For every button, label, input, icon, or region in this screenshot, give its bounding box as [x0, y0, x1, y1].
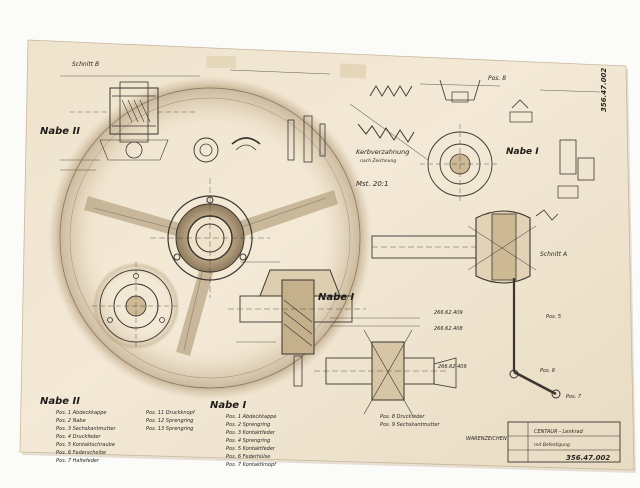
title-block-subtitle: mit Befestigung	[534, 442, 570, 448]
steering-column-right	[371, 210, 561, 399]
parts-right-row: Pos. 6 Federhülse	[226, 454, 270, 460]
title-block-number: 356.47.002	[566, 454, 610, 462]
callout-kerbverzahnung: Kerbverzahnung	[356, 148, 409, 156]
parts-right-row: Pos. 1 Abdeckkappe	[226, 414, 277, 420]
heading-nabe-1-center: Nabe I	[318, 292, 355, 303]
hub-front-view-right	[420, 79, 500, 204]
hub-front-view-lower-left	[92, 262, 180, 350]
parts-mid-row: Pos. 11 Druckknopf	[146, 410, 196, 416]
title-block-name: CENTAUR - Lenkrad	[534, 429, 584, 435]
parts-mid-row: Pos. 12 Sprengring	[146, 418, 193, 424]
callout-mst: Mst. 20:1	[356, 180, 389, 188]
parts-left-row: Pos. 5 Kontaktschraube	[56, 442, 115, 448]
parts-list-mid: Pos. 11 Druckknopf Pos. 12 Sprengring Po…	[146, 410, 196, 432]
callout-stamp: WARENZEICHEN	[466, 436, 507, 442]
parts-right-row: Pos. 7 Kontaktknopf	[226, 462, 277, 468]
heading-nabe-1-bottom: Nabe I	[210, 400, 247, 411]
parts-left-row: Pos. 4 Druckfeder	[56, 434, 101, 440]
callout-pos-7: Pos. 7	[566, 394, 582, 400]
callout-kerb-sub: nach Zeichnung	[360, 158, 396, 164]
steering-wheel-drawing	[48, 76, 372, 400]
parts-list-right: Pos. 1 Abdeckkappe Pos. 2 Sprengring Pos…	[226, 414, 277, 468]
small-part-details	[193, 115, 326, 163]
callout-pos-8: Pos. 8	[488, 75, 506, 82]
parts-right-row: Pos. 2 Sprengring	[226, 422, 270, 428]
parts-mid-row: Pos. 13 Sprengring	[146, 426, 193, 432]
callout-pos-6: Pos. 6	[540, 368, 555, 374]
right-side-details	[509, 99, 595, 221]
spline-tooth-detail	[349, 85, 429, 161]
parts-left-row: Pos. 7 Haltefeder	[56, 458, 100, 464]
parts-far-row: Pos. 8 Druckfeder	[380, 414, 425, 420]
margin-drawing-number: 356.47.002	[600, 68, 608, 112]
parts-list-left: Pos. 1 Abdeckkappe Pos. 2 Nabe Pos. 3 Se…	[56, 410, 117, 464]
hub-section-lower	[314, 329, 457, 415]
hub-section-center	[228, 269, 366, 387]
callout-ref-1: 266.62.409	[434, 310, 463, 316]
callout-ref-3: 266.62.409	[438, 364, 467, 370]
callout-pos-5: Pos. 5	[546, 314, 561, 320]
parts-right-row: Pos. 3 Kontaktfeder	[226, 430, 276, 436]
callout-schnitt-a: Schnitt A	[540, 251, 567, 258]
heading-nabe-1-right: Nabe I	[506, 147, 539, 157]
title-block: CENTAUR - Lenkrad mit Befestigung 356.47…	[507, 421, 621, 463]
parts-right-row: Pos. 5 Kontaktfeder	[226, 446, 276, 452]
dimension-lines	[60, 69, 601, 343]
parts-list-far: Pos. 8 Druckfeder Pos. 9 Sechskantmutter	[380, 414, 441, 428]
callout-ref-2: 266.62.408	[434, 326, 463, 332]
parts-left-row: Pos. 2 Nabe	[56, 418, 86, 424]
parts-right-row: Pos. 4 Sprengring	[226, 438, 270, 444]
parts-left-row: Pos. 1 Abdeckkappe	[56, 410, 107, 416]
callout-schnitt-b: Schnitt B	[72, 61, 99, 68]
parts-left-row: Pos. 3 Sechskantmutter	[56, 426, 117, 432]
heading-nabe-2-bottom: Nabe II	[40, 396, 80, 407]
heading-nabe-2-top: Nabe II	[40, 126, 80, 137]
parts-far-row: Pos. 9 Sechskantmutter	[380, 422, 441, 428]
hub-section-b	[70, 81, 196, 161]
parts-left-row: Pos. 6 Federscheibe	[56, 450, 106, 456]
